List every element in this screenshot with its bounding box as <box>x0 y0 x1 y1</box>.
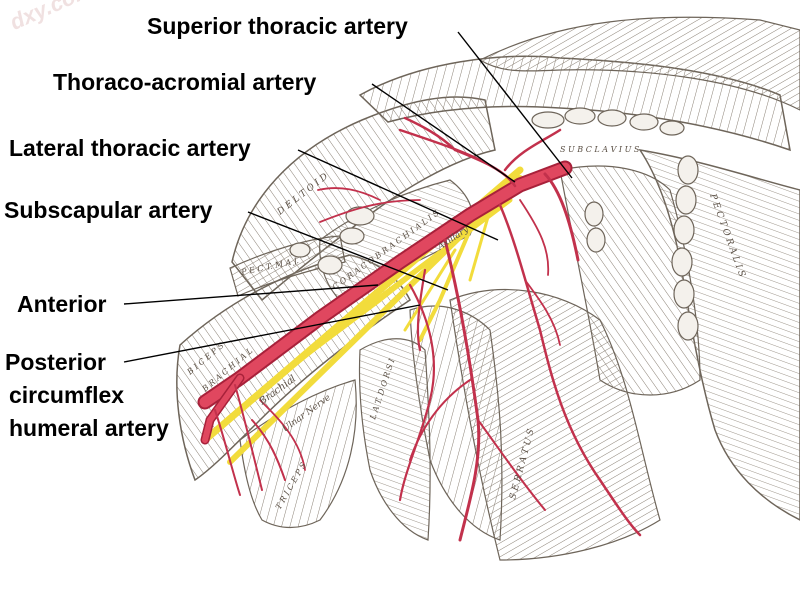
label-lateral-thoracic-artery: Lateral thoracic artery <box>9 135 251 161</box>
lateral-thoracic-artery <box>498 203 642 537</box>
triceps-muscle <box>239 379 357 529</box>
artery-tree <box>197 116 642 542</box>
pect-maj-tendon <box>229 235 346 297</box>
leader-lateral-thoracic <box>297 149 499 241</box>
label-anterior: Anterior <box>17 291 107 317</box>
label-posterior-line2: circumflex <box>9 382 125 408</box>
anterior-circumflex-artery <box>416 268 427 352</box>
label-superior-thoracic-artery: Superior thoracic artery <box>147 13 408 39</box>
muscle-layer <box>176 16 800 561</box>
leader-superior-thoracic <box>457 31 573 179</box>
lymph-nodes <box>289 107 699 341</box>
caption-subclavius: S U B C L A V I U S <box>560 145 640 154</box>
label-posterior-line1: Posterior <box>5 349 106 375</box>
label-posterior-line3: humeral artery <box>9 415 169 441</box>
leader-lines <box>123 31 573 363</box>
upper-shoulder <box>478 16 800 111</box>
label-subscapular-artery: Subscapular artery <box>4 197 213 223</box>
label-thoraco-acromial-artery: Thoraco-acromial artery <box>53 69 317 95</box>
leader-thoraco-acromial <box>371 83 516 183</box>
leader-anterior <box>123 284 379 305</box>
superior-thoracic-artery <box>543 172 580 262</box>
leader-subscapular <box>247 211 449 291</box>
posterior-circumflex-artery <box>398 283 436 502</box>
leader-posterior <box>123 304 421 363</box>
